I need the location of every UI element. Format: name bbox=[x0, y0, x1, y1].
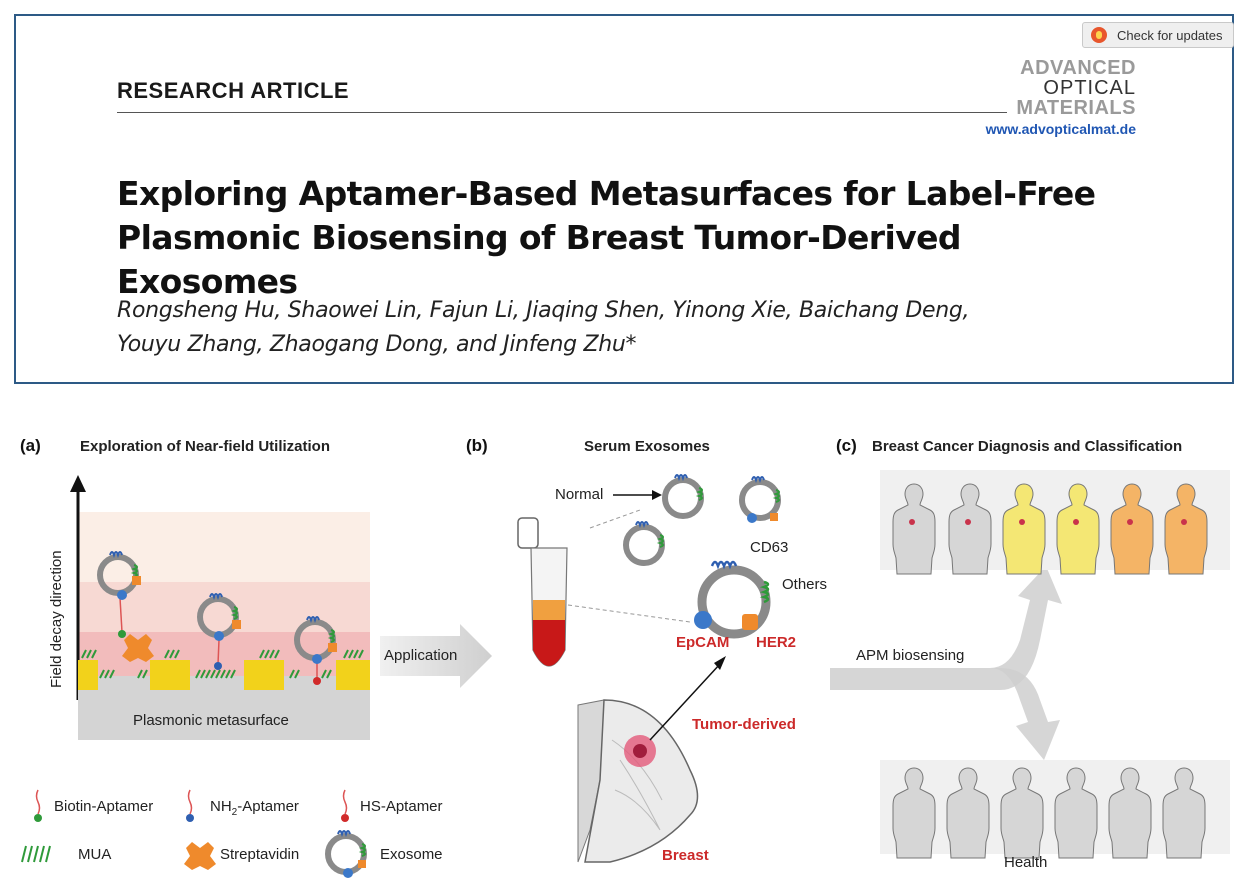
legend-hs-aptamer-label: HS-Aptamer bbox=[360, 798, 443, 815]
application-label: Application bbox=[384, 647, 458, 664]
normal-exosome-1 bbox=[665, 475, 702, 516]
epcam-marker bbox=[694, 611, 712, 629]
check-for-updates-badge[interactable]: Check for updates bbox=[1082, 22, 1234, 48]
field-decay-axis-label: Field decay direction bbox=[48, 550, 65, 688]
application-arrow bbox=[380, 624, 492, 688]
check-for-updates-label: Check for updates bbox=[1117, 27, 1223, 43]
tumor-derived-arrow bbox=[649, 663, 721, 741]
legend-mua-icon bbox=[21, 845, 51, 863]
panel-b-label: (b) bbox=[466, 436, 488, 455]
streptavidin-molecule bbox=[122, 634, 154, 662]
panel-c-label: (c) bbox=[836, 436, 857, 455]
crossmark-icon bbox=[1091, 27, 1107, 43]
cd63-label: CD63 bbox=[750, 539, 789, 556]
article-header-card bbox=[14, 14, 1234, 384]
panel-a-title: Exploration of Near-field Utilization bbox=[80, 438, 331, 455]
author-list-line2: Youyu Zhang, Zhaogang Dong, and Jinfeng … bbox=[117, 332, 637, 357]
field-decay-arrowhead bbox=[70, 475, 86, 492]
nh2-subscript: 2 bbox=[231, 807, 238, 818]
mua-layer bbox=[81, 649, 364, 679]
article-title-line1: Exploring Aptamer-Based Metasurfaces for… bbox=[117, 174, 1096, 213]
healthy-row bbox=[880, 760, 1230, 859]
tumor-derived-label: Tumor-derived bbox=[692, 716, 796, 733]
nh2-suffix: -Aptamer bbox=[237, 798, 299, 815]
metasurface-label: Plasmonic metasurface bbox=[133, 712, 289, 729]
legend-nh2-aptamer-label: NH2-Aptamer bbox=[210, 798, 299, 818]
branch-arrow-up bbox=[830, 566, 1062, 690]
legend-mua-label: MUA bbox=[78, 846, 112, 863]
normal-exosome-2 bbox=[742, 477, 779, 518]
others-label: Others bbox=[782, 576, 828, 593]
panel-c-title: Breast Cancer Diagnosis and Classificati… bbox=[872, 438, 1183, 455]
health-label: Health bbox=[1004, 854, 1048, 871]
serum-tube bbox=[517, 517, 568, 667]
near-field-zone-outer bbox=[78, 512, 370, 582]
article-title: Exploring Aptamer-Based Metasurfaces for… bbox=[117, 172, 1117, 304]
apm-biosensing-label: APM biosensing bbox=[856, 647, 965, 664]
journal-logo-line1: ADVANCED bbox=[1020, 57, 1136, 79]
header-rule bbox=[117, 112, 1007, 113]
journal-logo-line2: OPTICAL bbox=[1043, 77, 1136, 99]
legend-hs-aptamer-icon bbox=[341, 789, 349, 822]
epcam-label: EpCAM bbox=[676, 634, 730, 651]
article-type-label: RESEARCH ARTICLE bbox=[117, 78, 350, 103]
substrate-layer bbox=[78, 676, 370, 740]
nh2-prefix: NH bbox=[210, 798, 232, 815]
panel-a-label: (a) bbox=[20, 436, 41, 455]
article-title-line2: Plasmonic Biosensing of Breast Tumor-Der… bbox=[117, 218, 962, 301]
panel-b-title: Serum Exosomes bbox=[584, 438, 710, 455]
legend-exosome-label: Exosome bbox=[380, 846, 443, 863]
normal-label: Normal bbox=[555, 486, 604, 503]
legend-streptavidin-icon bbox=[184, 842, 216, 870]
legend-exosome-icon bbox=[328, 831, 366, 878]
her2-marker bbox=[742, 614, 758, 630]
patient-row bbox=[880, 470, 1230, 575]
journal-logo: ADVANCED OPTICAL MATERIALS bbox=[1004, 58, 1136, 118]
normal-exosome-3 bbox=[626, 522, 663, 563]
branch-arrow-down bbox=[990, 668, 1060, 760]
legend-streptavidin-label: Streptavidin bbox=[220, 846, 300, 863]
breast-illustration bbox=[577, 699, 699, 863]
legend-nh2-aptamer-icon bbox=[186, 789, 194, 822]
her2-label: HER2 bbox=[756, 634, 797, 651]
legend-biotin-aptamer-label: Biotin-Aptamer bbox=[54, 798, 154, 815]
author-list-line1: Rongsheng Hu, Shaowei Lin, Fajun Li, Jia… bbox=[117, 298, 970, 323]
journal-logo-line3: MATERIALS bbox=[1016, 97, 1136, 119]
author-list: Rongsheng Hu, Shaowei Lin, Fajun Li, Jia… bbox=[117, 294, 1117, 362]
legend-biotin-aptamer-icon bbox=[34, 789, 42, 822]
breast-label: Breast bbox=[662, 847, 709, 864]
journal-url-link[interactable]: www.advopticalmat.de bbox=[985, 121, 1136, 137]
